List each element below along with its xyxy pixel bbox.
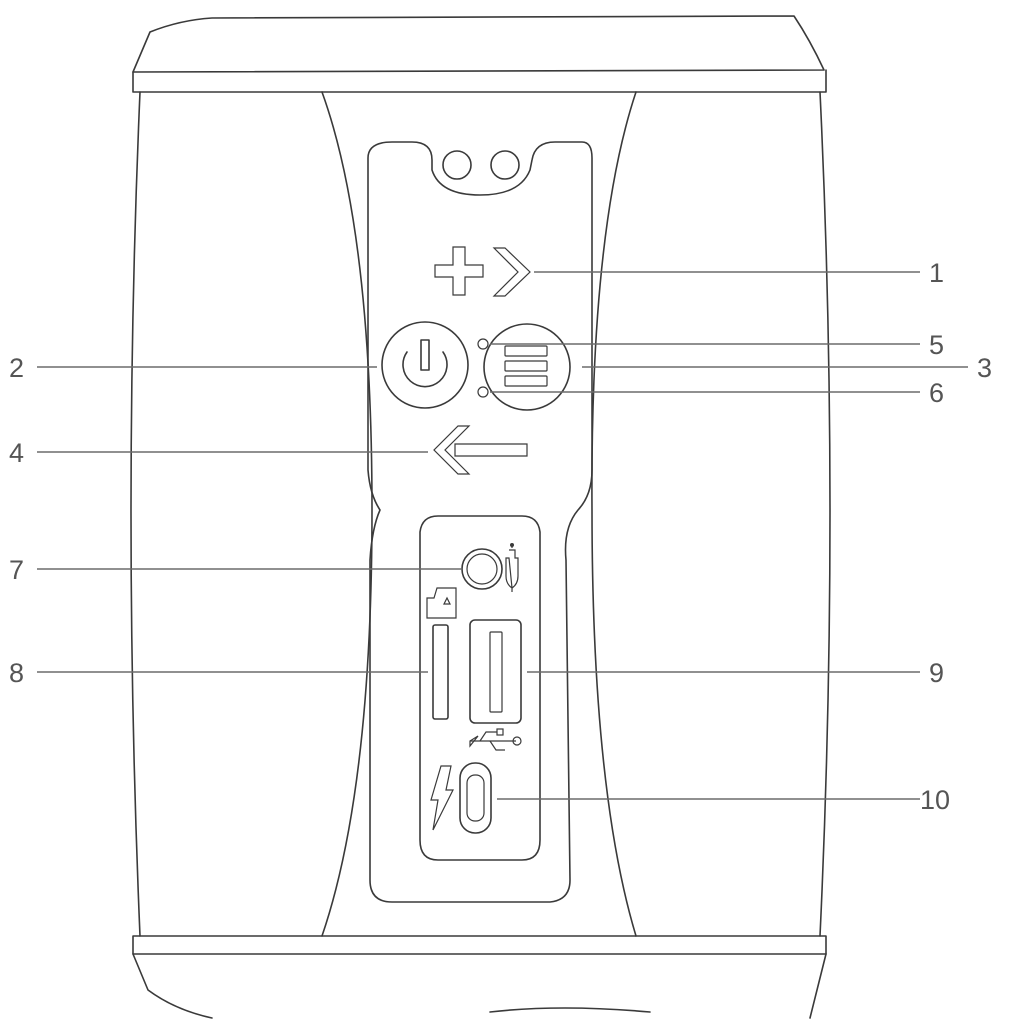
callout-labels: 1 2 3 4 5 6 7 8 9 10 — [9, 258, 992, 815]
leader-lines — [37, 271, 968, 800]
callout-3: 3 — [977, 353, 992, 383]
callout-8: 8 — [9, 658, 24, 688]
callout-4: 4 — [9, 438, 24, 468]
volume-up-icon[interactable] — [434, 246, 531, 297]
usb-a-port-tongue — [489, 631, 503, 713]
lanyard-hole-right — [490, 150, 520, 180]
usb-a-port-icon — [469, 619, 522, 724]
power-button[interactable] — [381, 321, 469, 409]
charging-bolt-icon — [430, 765, 454, 831]
left-inner-curve — [321, 91, 373, 937]
callout-6: 6 — [929, 378, 944, 408]
usb-c-port[interactable] — [459, 762, 492, 834]
audio-jack-inner — [466, 553, 498, 585]
led-indicator-icon — [477, 338, 489, 350]
callout-5: 5 — [929, 330, 944, 360]
headphone-plug-icon — [505, 543, 519, 592]
callout-10: 10 — [920, 785, 950, 815]
audio-jack-icon — [461, 548, 503, 590]
lanyard-hole-left — [442, 150, 472, 180]
callout-1: 1 — [929, 258, 944, 288]
bottom-band — [132, 935, 827, 955]
menu-button-ring — [483, 323, 571, 411]
top-cap — [132, 15, 825, 73]
power-button-ring — [381, 321, 469, 409]
bottom-cap — [132, 953, 827, 1019]
top-band — [132, 69, 827, 93]
speaker-body — [130, 15, 831, 1019]
callout-2: 2 — [9, 353, 24, 383]
volume-down-icon[interactable] — [433, 425, 528, 475]
usb-c-port-inner — [466, 774, 485, 822]
sd-card-slot[interactable] — [432, 624, 449, 720]
audio-jack[interactable] — [461, 548, 503, 590]
menu-icon — [504, 345, 548, 387]
left-side — [130, 91, 141, 937]
usb-a-port[interactable] — [469, 619, 522, 724]
power-icon — [402, 339, 448, 388]
right-side — [819, 91, 831, 937]
callout-9: 9 — [929, 658, 944, 688]
right-inner-curve — [591, 91, 637, 937]
sd-card-icon — [426, 587, 457, 619]
port-bay — [419, 515, 541, 861]
usb-c-port-icon — [459, 762, 492, 834]
control-panel-outline — [367, 141, 593, 903]
usb-symbol-icon — [469, 728, 522, 751]
led-indicator-icon — [477, 386, 489, 398]
menu-button[interactable] — [483, 323, 571, 411]
control-panel — [367, 141, 593, 903]
callout-7: 7 — [9, 555, 24, 585]
